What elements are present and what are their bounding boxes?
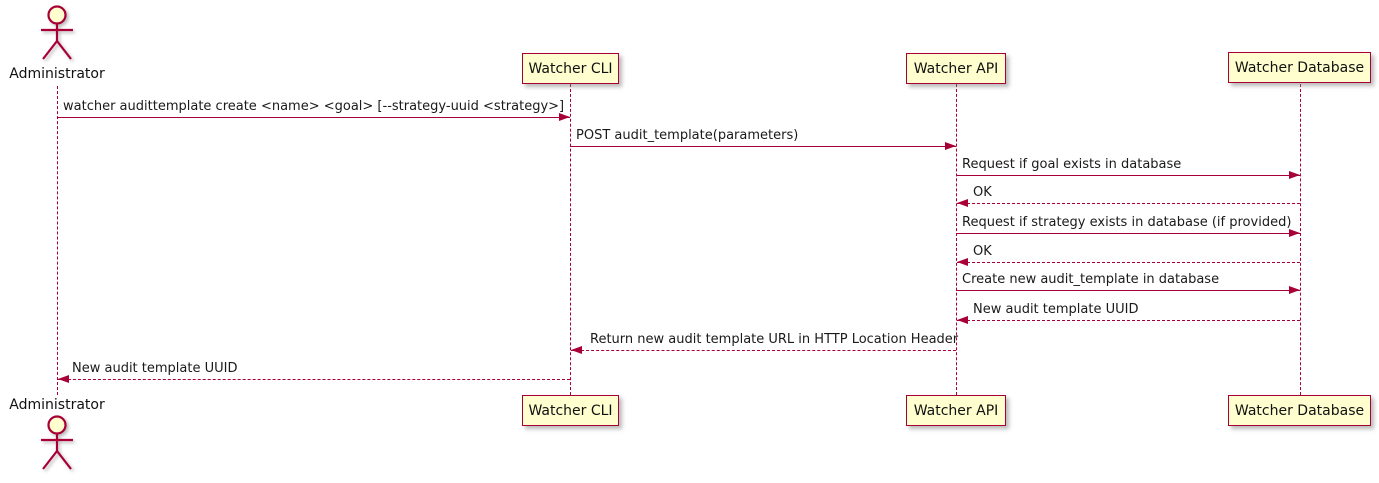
- message-line: [956, 290, 1300, 291]
- participant-label: Watcher API: [913, 60, 999, 77]
- message-line: [57, 117, 570, 118]
- participant-watcher-cli-bottom: Watcher CLI: [522, 395, 619, 426]
- participant-watcher-api-top: Watcher API: [906, 53, 1006, 84]
- participant-watcher-api-bottom: Watcher API: [906, 395, 1006, 426]
- participant-watcher-database-bottom: Watcher Database: [1228, 395, 1371, 426]
- message-line: [570, 146, 956, 147]
- actor-label-bottom: Administrator: [9, 397, 105, 413]
- actor-label-top: Administrator: [9, 66, 105, 82]
- participant-label: Watcher Database: [1234, 402, 1365, 419]
- arrowhead-icon: [957, 258, 968, 266]
- message-label: New audit template UUID: [973, 302, 1139, 317]
- participant-watcher-cli-top: Watcher CLI: [522, 53, 619, 84]
- actor-icon: [41, 415, 73, 470]
- message-line: [956, 175, 1300, 176]
- arrowhead-icon: [571, 346, 582, 354]
- arrowhead-icon: [1289, 229, 1300, 237]
- message-label: POST audit_template(parameters): [576, 128, 799, 143]
- arrowhead-icon: [559, 113, 570, 121]
- message-label: OK: [973, 185, 992, 200]
- arrowhead-icon: [957, 199, 968, 207]
- message-line: [957, 320, 1300, 321]
- message-label: Request if goal exists in database: [962, 157, 1182, 172]
- lifeline-administrator: [57, 86, 58, 395]
- message-line: [956, 233, 1300, 234]
- lifeline-watcher-api: [956, 84, 957, 395]
- message-line: [957, 203, 1300, 204]
- lifeline-watcher-database: [1300, 84, 1301, 395]
- arrowhead-icon: [1289, 171, 1300, 179]
- message-label: watcher audittemplate create <name> <goa…: [63, 99, 565, 114]
- message-line: [957, 262, 1300, 263]
- message-label: New audit template UUID: [72, 361, 238, 376]
- participant-label: Watcher CLI: [528, 402, 613, 419]
- arrowhead-icon: [945, 142, 956, 150]
- lifeline-watcher-cli: [570, 84, 571, 395]
- arrowhead-icon: [957, 316, 968, 324]
- message-label: Request if strategy exists in database (…: [962, 215, 1292, 230]
- participant-label: Watcher API: [913, 402, 999, 419]
- message-line: [58, 379, 570, 380]
- message-label: Return new audit template URL in HTTP Lo…: [590, 332, 959, 347]
- actor-icon: [41, 5, 73, 60]
- participant-watcher-database-top: Watcher Database: [1228, 52, 1371, 83]
- message-line: [571, 350, 956, 351]
- participant-label: Watcher Database: [1234, 59, 1365, 76]
- arrowhead-icon: [58, 375, 69, 383]
- message-label: OK: [973, 244, 992, 259]
- participant-label: Watcher CLI: [528, 60, 613, 77]
- message-label: Create new audit_template in database: [962, 272, 1220, 287]
- arrowhead-icon: [1289, 286, 1300, 294]
